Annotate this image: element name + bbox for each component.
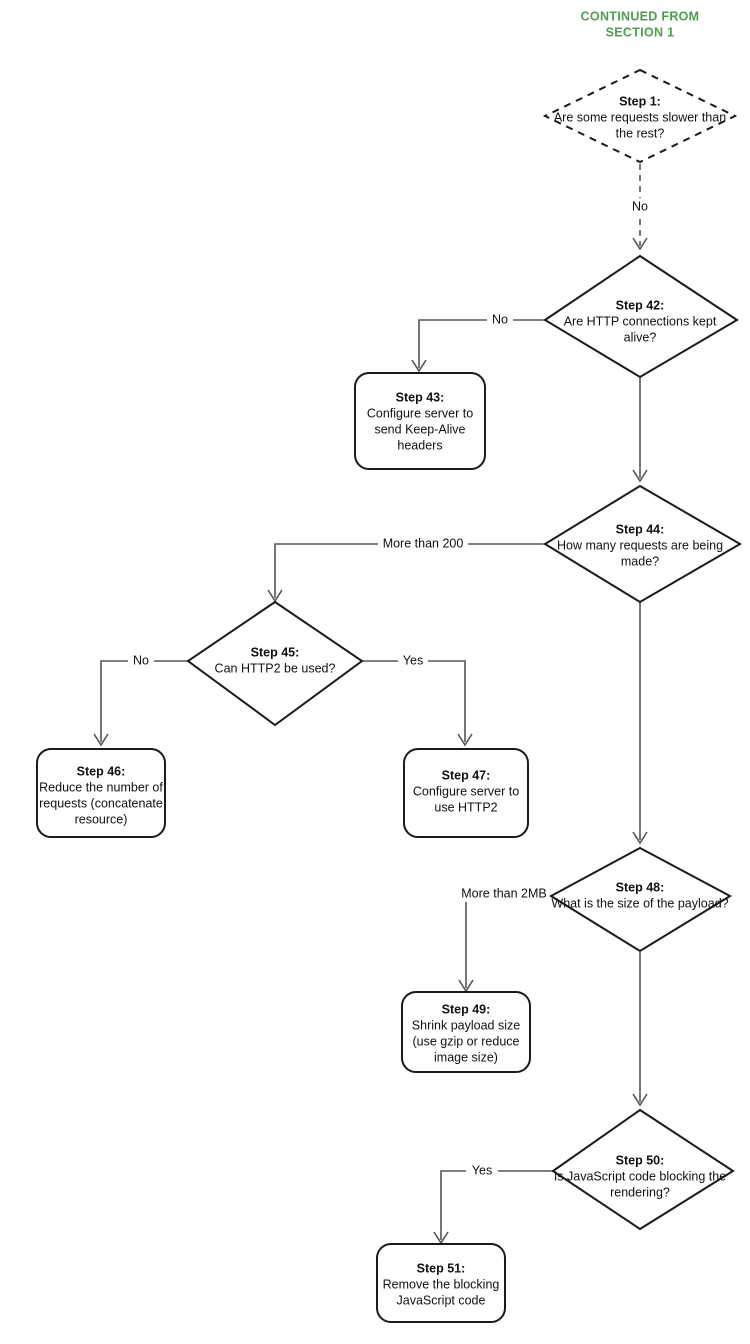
section-header-line1: CONTINUED FROM (581, 9, 700, 23)
edge-step50-to-step51: Yes (433, 1163, 553, 1245)
node-step-43-line1: Configure server to (367, 406, 473, 420)
edge-step1-to-step42: No (628, 164, 652, 251)
edge-step42-to-step44 (632, 376, 648, 483)
node-step-50-line1: Is JavaScript code blocking the (554, 1169, 726, 1183)
edge-line (418, 319, 546, 368)
node-step-46-line1: Reduce the number of (39, 780, 163, 794)
node-step-46-line3: resource) (75, 812, 128, 826)
node-step-51[interactable]: Step 51: Remove the blocking JavaScript … (376, 1243, 506, 1323)
edge-line (362, 660, 466, 742)
node-step-49-line1: Shrink payload size (412, 1018, 520, 1032)
node-step-42-line2: alive? (624, 330, 657, 344)
node-step-44-title: Step 44: (616, 522, 665, 536)
diamond-shape-step-45 (186, 600, 364, 727)
edge-label-step50-yes: Yes (472, 1163, 492, 1177)
node-step-49[interactable]: Step 49: Shrink payload size (use gzip o… (401, 991, 531, 1073)
diamond-shape-step-48 (549, 846, 733, 953)
box-shape-step-51 (376, 1243, 506, 1323)
node-step-46-title: Step 46: (77, 764, 126, 778)
diamond-shape-step-50 (551, 1108, 735, 1231)
node-step-50-line2: rendering? (610, 1185, 670, 1199)
node-step-50[interactable]: Step 50: Is JavaScript code blocking the… (551, 1108, 735, 1231)
node-step-45[interactable]: Step 45: Can HTTP2 be used? (186, 600, 364, 727)
edge-step48-to-step49: More than 2MB (455, 886, 551, 993)
node-step-49-line3: image size) (434, 1050, 498, 1064)
edge-label-backdrop (378, 536, 468, 552)
edge-label-backdrop (628, 198, 652, 214)
node-step-51-title: Step 51: (417, 1261, 466, 1275)
node-step-47-title: Step 47: (442, 768, 491, 782)
node-step-45-title: Step 45: (251, 645, 300, 659)
node-step-48[interactable]: Step 48: What is the size of the payload… (549, 846, 733, 953)
arrowhead-icon (93, 733, 109, 747)
edge-label-step45-yes: Yes (403, 653, 423, 667)
node-step-47[interactable]: Step 47: Configure server to use HTTP2 (403, 748, 529, 838)
arrowhead-icon (632, 1093, 648, 1107)
arrowhead-icon (632, 831, 648, 845)
node-step-1[interactable]: Step 1: Are some requests slower than th… (542, 68, 738, 164)
node-step-46-line2: requests (concatenate (39, 796, 163, 810)
edge-label-step42-no: No (492, 312, 508, 326)
node-step-45-line1: Can HTTP2 be used? (215, 661, 336, 675)
node-step-51-line2: JavaScript code (397, 1293, 486, 1307)
node-step-48-line1: What is the size of the payload? (551, 896, 728, 910)
node-step-43-title: Step 43: (396, 390, 445, 404)
edge-label-step48-morethan2mb: More than 2MB (461, 886, 546, 900)
node-step-44-line2: made? (621, 554, 659, 568)
node-step-1-title: Step 1: (619, 94, 661, 108)
section-header: CONTINUED FROM SECTION 1 (581, 9, 700, 39)
edge-line (465, 895, 551, 988)
edge-step48-to-step50 (632, 952, 648, 1107)
diamond-shape-step-1 (542, 68, 738, 164)
node-step-1-line1: Are some requests slower than (554, 110, 726, 124)
edge-line (100, 660, 188, 742)
arrowhead-icon (632, 469, 648, 483)
diamond-shape-step-44 (543, 484, 742, 604)
node-step-50-title: Step 50: (616, 1153, 665, 1167)
edge-label-backdrop (455, 886, 551, 902)
edge-step45-to-step47: Yes (362, 653, 473, 747)
edge-label-step1-no: No (632, 199, 648, 213)
edge-label-backdrop (487, 312, 513, 328)
node-step-47-line2: use HTTP2 (434, 800, 497, 814)
node-step-1-line2: the rest? (616, 126, 665, 140)
node-step-43-line2: send Keep-Alive (374, 422, 465, 436)
edge-line (440, 1170, 553, 1240)
arrowhead-icon (632, 237, 648, 251)
node-step-47-line1: Configure server to (413, 784, 519, 798)
box-shape-step-49 (401, 991, 531, 1073)
edge-step44-to-step45: More than 200 (267, 536, 546, 603)
node-step-49-title: Step 49: (442, 1002, 491, 1016)
node-step-48-title: Step 48: (616, 880, 665, 894)
arrowhead-icon (411, 359, 427, 373)
box-shape-step-47 (403, 748, 529, 838)
node-step-44-line1: How many requests are being (557, 538, 723, 552)
edge-step42-to-step43: No (411, 312, 546, 373)
node-step-42-title: Step 42: (616, 298, 665, 312)
diamond-shape-step-42 (543, 254, 739, 379)
box-shape-step-43 (354, 372, 486, 470)
node-step-43[interactable]: Step 43: Configure server to send Keep-A… (354, 372, 486, 470)
node-step-46[interactable]: Step 46: Reduce the number of requests (… (36, 748, 166, 838)
edge-line (274, 543, 546, 598)
edge-label-step45-no: No (133, 653, 149, 667)
node-step-49-line2: (use gzip or reduce (412, 1034, 519, 1048)
edge-label-backdrop (466, 1163, 498, 1179)
node-step-42-line1: Are HTTP connections kept (564, 314, 717, 328)
node-step-51-line1: Remove the blocking (383, 1277, 500, 1291)
node-step-42[interactable]: Step 42: Are HTTP connections kept alive… (543, 254, 739, 379)
node-step-43-line3: headers (397, 438, 442, 452)
edge-step45-to-step46: No (93, 653, 188, 747)
edge-label-backdrop (128, 653, 154, 669)
edge-step44-to-step48 (632, 602, 648, 845)
edge-label-step44-morethan200: More than 200 (383, 536, 464, 550)
section-header-line2: SECTION 1 (606, 25, 675, 39)
node-step-44[interactable]: Step 44: How many requests are being mad… (543, 484, 742, 604)
edge-label-backdrop (398, 653, 428, 669)
box-shape-step-46 (36, 748, 166, 838)
arrowhead-icon (457, 733, 473, 747)
